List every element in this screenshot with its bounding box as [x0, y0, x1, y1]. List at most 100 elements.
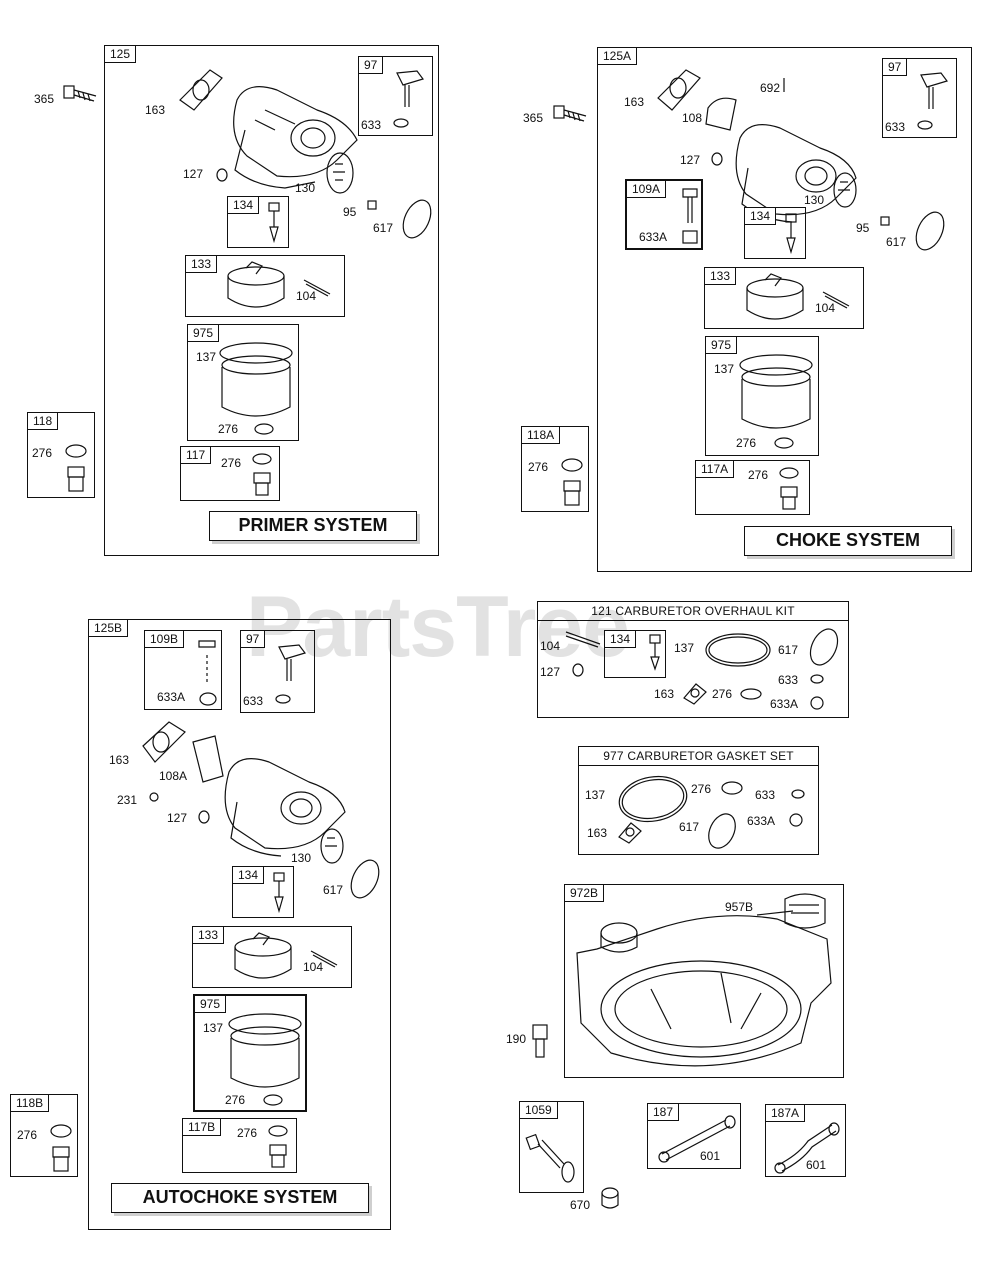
subpanel-id: 117: [180, 446, 212, 464]
panel-id: 125: [104, 45, 137, 63]
o-ring-127-icon: [216, 168, 228, 182]
seal-633A-icon: [789, 813, 803, 827]
panel-id: 125A: [597, 47, 638, 65]
callout-108A[interactable]: 108A: [159, 769, 188, 783]
float-bowl-icon: [219, 342, 293, 435]
callout-276[interactable]: 276: [218, 422, 239, 436]
callout-365-choke[interactable]: 365: [523, 111, 544, 125]
callout-633A[interactable]: 633A: [157, 690, 186, 704]
float-bowl-icon: [739, 354, 813, 449]
gasket-163-icon: [618, 822, 642, 844]
callout-276[interactable]: 276: [225, 1093, 246, 1107]
watermark: PartsTree: [246, 579, 630, 675]
callout-670[interactable]: 670: [570, 1198, 591, 1212]
callout-633A[interactable]: 633A: [770, 697, 799, 711]
callout-130[interactable]: 130: [295, 181, 316, 195]
callout-108[interactable]: 108: [682, 111, 703, 125]
callout-130[interactable]: 130: [291, 851, 312, 865]
callout-130[interactable]: 130: [804, 193, 825, 207]
callout-163[interactable]: 163: [624, 95, 645, 109]
panel-fuel-tank-972B: 972B 957B: [564, 884, 844, 1078]
callout-276[interactable]: 276: [17, 1128, 38, 1142]
callout-104[interactable]: 104: [540, 639, 561, 653]
callout-601[interactable]: 601: [806, 1158, 827, 1172]
kit-title: 977 CARBURETOR GASKET SET: [579, 747, 818, 766]
screw-231-icon: [149, 792, 159, 802]
drain-screw-icon: [65, 444, 87, 492]
callout-276[interactable]: 276: [712, 687, 733, 701]
subpanel-id: 117A: [695, 460, 735, 478]
panel-118A: 118A 276: [521, 426, 589, 512]
gasket-617-icon: [402, 199, 432, 239]
callout-95[interactable]: 95: [343, 205, 357, 219]
fuel-line-icon: [658, 1115, 736, 1163]
panel-id: 125B: [88, 619, 129, 637]
callout-957B[interactable]: 957B: [725, 900, 754, 914]
float-icon: [227, 261, 331, 308]
callout-276[interactable]: 276: [237, 1126, 258, 1140]
callout-617[interactable]: 617: [886, 235, 907, 249]
subpanel-134: 134: [744, 207, 806, 259]
subpanel-133: 133 104: [704, 267, 864, 329]
callout-276[interactable]: 276: [32, 446, 53, 460]
callout-163[interactable]: 163: [587, 826, 608, 840]
plate-130-icon: [326, 152, 354, 194]
callout-137[interactable]: 137: [203, 1021, 224, 1035]
callout-127[interactable]: 127: [167, 811, 188, 825]
gasket-617-icon: [809, 628, 839, 666]
needle-valve-icon: [273, 872, 285, 914]
callout-163[interactable]: 163: [654, 687, 675, 701]
callout-163[interactable]: 163: [109, 753, 130, 767]
system-label: AUTOCHOKE SYSTEM: [111, 1183, 369, 1213]
callout-137[interactable]: 137: [196, 350, 217, 364]
callout-276[interactable]: 276: [691, 782, 712, 796]
subpanel-id: 133: [192, 926, 225, 944]
callout-601[interactable]: 601: [700, 1149, 721, 1163]
needle-valve-icon: [268, 202, 280, 244]
gasket-617-icon: [350, 859, 380, 899]
callout-617[interactable]: 617: [373, 221, 394, 235]
callout-633[interactable]: 633: [755, 788, 776, 802]
callout-95[interactable]: 95: [856, 221, 870, 235]
subpanel-id: 118: [27, 412, 59, 430]
callout-633A[interactable]: 633A: [639, 230, 668, 244]
callout-190[interactable]: 190: [506, 1032, 527, 1046]
callout-137[interactable]: 137: [585, 788, 606, 802]
panel-id: 187: [647, 1103, 680, 1121]
callout-276[interactable]: 276: [528, 460, 549, 474]
callout-127[interactable]: 127: [540, 665, 561, 679]
callout-104[interactable]: 104: [815, 301, 836, 315]
callout-633[interactable]: 633: [885, 120, 906, 134]
callout-617[interactable]: 617: [323, 883, 344, 897]
subpanel-id: 133: [185, 255, 218, 273]
callout-231[interactable]: 231: [117, 793, 138, 807]
callout-365-primer[interactable]: 365: [34, 92, 55, 106]
callout-104[interactable]: 104: [303, 960, 324, 974]
callout-163[interactable]: 163: [145, 103, 166, 117]
seal-633A-icon: [810, 696, 824, 710]
seal-633-icon: [791, 789, 805, 799]
subpanel-id: 975: [705, 336, 738, 354]
callout-127[interactable]: 127: [680, 153, 701, 167]
callout-137[interactable]: 137: [714, 362, 735, 376]
callout-276[interactable]: 276: [748, 468, 769, 482]
callout-633[interactable]: 633: [361, 118, 382, 132]
subpanel-975: 975 137 276: [193, 994, 307, 1112]
callout-276[interactable]: 276: [221, 456, 242, 470]
callout-633[interactable]: 633: [243, 694, 264, 708]
callout-692[interactable]: 692: [760, 81, 781, 95]
panel-118B: 118B 276: [10, 1094, 78, 1177]
callout-127[interactable]: 127: [183, 167, 204, 181]
panel-choke-125A: 125A 163 108 692 127 130 95 617 97 633 1…: [597, 47, 972, 572]
bolt-1059-icon: [525, 1133, 575, 1183]
callout-633A[interactable]: 633A: [747, 814, 776, 828]
callout-104[interactable]: 104: [296, 289, 317, 303]
callout-617[interactable]: 617: [778, 643, 799, 657]
callout-276[interactable]: 276: [736, 436, 757, 450]
fuel-line-icon: [774, 1122, 840, 1174]
washer-276-icon: [740, 688, 762, 700]
callout-633[interactable]: 633: [778, 673, 799, 687]
callout-137[interactable]: 137: [674, 641, 695, 655]
callout-617[interactable]: 617: [679, 820, 700, 834]
subpanel-97: 97 633: [240, 630, 315, 713]
